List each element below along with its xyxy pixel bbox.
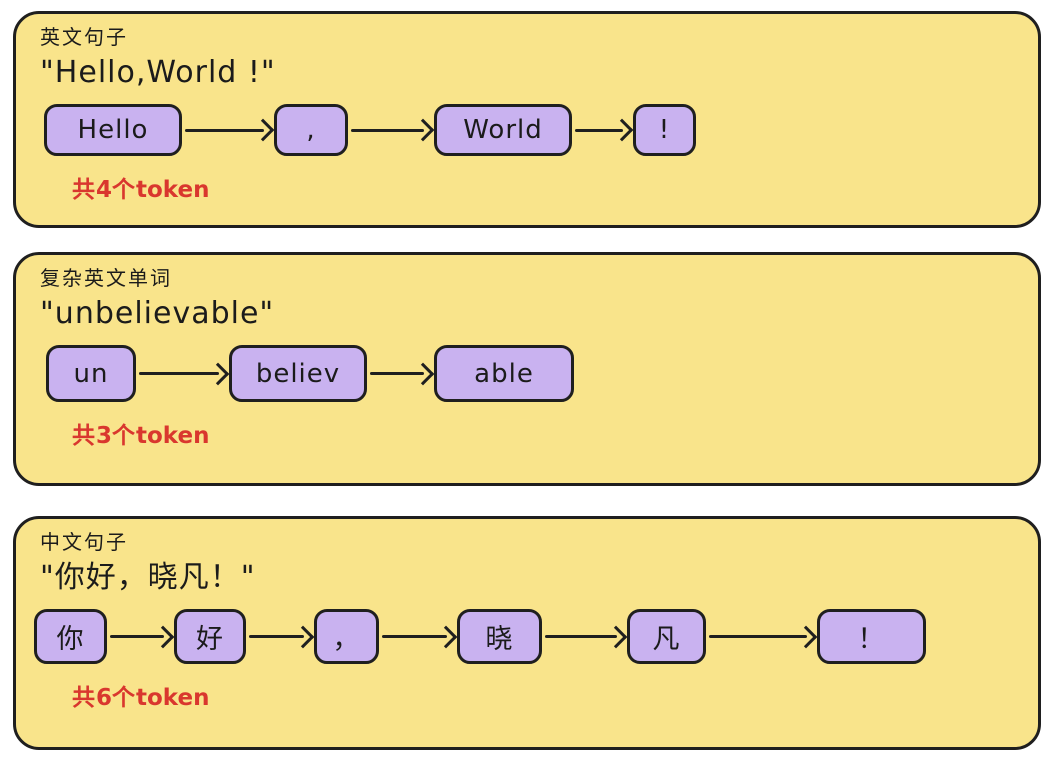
arrow-right-icon bbox=[182, 117, 274, 143]
token-box: 你 bbox=[34, 609, 107, 664]
token-box: un bbox=[46, 345, 136, 402]
token-box: believ bbox=[229, 345, 367, 402]
token-box: ， bbox=[314, 609, 379, 664]
arrow-right-icon bbox=[348, 117, 434, 143]
arrow-right-icon bbox=[107, 624, 174, 650]
token-row: Hello , World ! bbox=[44, 104, 1018, 156]
token-box: Hello bbox=[44, 104, 182, 156]
panel-quote: "Hello,World !" bbox=[40, 55, 276, 90]
arrow-right-icon bbox=[136, 361, 229, 387]
token-count-prefix: 共 bbox=[72, 685, 96, 711]
token-count: 共4个token bbox=[72, 170, 1018, 204]
token-box: 晓 bbox=[457, 609, 542, 664]
panel-quote: "你好，晓凡！" bbox=[40, 560, 256, 595]
token-box: World bbox=[434, 104, 572, 156]
arrow-right-icon bbox=[572, 117, 633, 143]
token-count-number: 3 bbox=[96, 423, 113, 449]
panel-title: 英文句子 bbox=[40, 25, 128, 49]
panel-title: 复杂英文单词 bbox=[40, 266, 172, 290]
token-count-unit: token bbox=[136, 177, 210, 203]
token-row: un believ able bbox=[46, 345, 1018, 402]
token-count-number: 4 bbox=[96, 177, 113, 203]
token-count: 共3个token bbox=[72, 416, 1018, 450]
token-row: 你 好 ， 晓 凡 ！ bbox=[34, 609, 1018, 664]
panel-complex-english-word: 复杂英文单词 "unbelievable" un believ able 共3个… bbox=[13, 252, 1041, 486]
token-count-unit: token bbox=[136, 685, 210, 711]
token-count-mid: 个 bbox=[112, 423, 137, 449]
token-box: ! bbox=[633, 104, 696, 156]
arrow-right-icon bbox=[379, 624, 457, 650]
token-box: , bbox=[274, 104, 348, 156]
arrow-right-icon bbox=[246, 624, 314, 650]
panel-quote: "unbelievable" bbox=[40, 296, 275, 331]
token-count: 共6个token bbox=[72, 678, 1018, 712]
token-count-mid: 个 bbox=[112, 685, 137, 711]
panel-english-sentence: 英文句子 "Hello,World !" Hello , World ! 共4个… bbox=[13, 11, 1041, 228]
token-box: 好 bbox=[174, 609, 246, 664]
token-box: 凡 bbox=[627, 609, 706, 664]
arrow-right-icon bbox=[367, 361, 434, 387]
token-count-prefix: 共 bbox=[72, 177, 96, 203]
token-count-number: 6 bbox=[96, 685, 113, 711]
token-count-prefix: 共 bbox=[72, 423, 96, 449]
panel-chinese-sentence: 中文句子 "你好，晓凡！" 你 好 ， 晓 凡 ！ 共6个token bbox=[13, 516, 1041, 750]
token-count-mid: 个 bbox=[112, 177, 137, 203]
arrow-right-icon bbox=[706, 624, 817, 650]
token-box: able bbox=[434, 345, 574, 402]
panel-title: 中文句子 bbox=[40, 530, 128, 554]
token-count-unit: token bbox=[136, 423, 210, 449]
arrow-right-icon bbox=[542, 624, 627, 650]
token-box: ！ bbox=[817, 609, 926, 664]
